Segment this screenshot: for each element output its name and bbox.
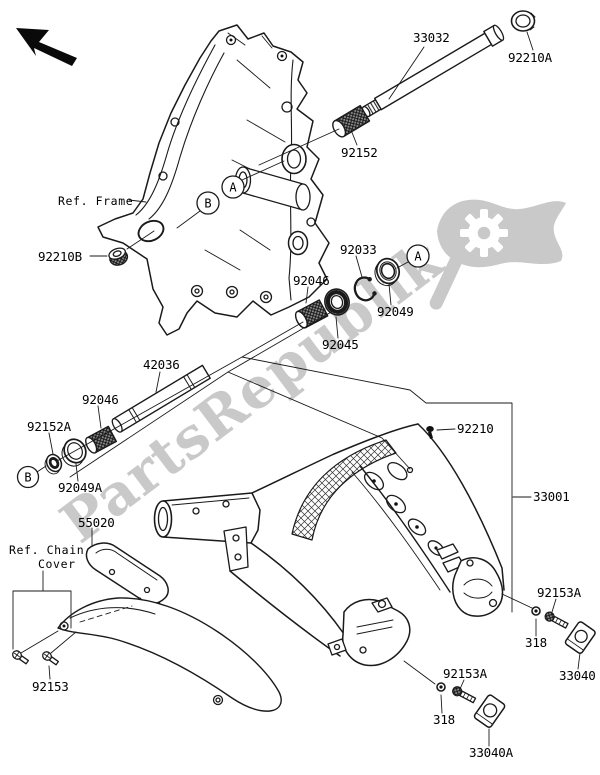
part-label-92153a-1: 92153A — [537, 585, 581, 600]
bushing-92046-drawing — [294, 299, 329, 329]
part-label-92153: 92153 — [32, 679, 69, 694]
ref-chain-cover-label-line2: Cover — [38, 557, 76, 571]
bolt-92210-drawing — [426, 426, 434, 432]
bearing-92045-drawing — [324, 288, 350, 316]
part-label-92210b: 92210B — [38, 249, 82, 264]
adjuster-set1-drawing — [531, 606, 596, 654]
watermark-flag — [437, 199, 566, 268]
part-label-92049a: 92049A — [58, 480, 102, 495]
part-label-92046-2: 92046 — [82, 392, 119, 407]
part-label-92210a: 92210A — [508, 50, 552, 65]
gear-icon — [460, 209, 508, 257]
svg-text:B: B — [204, 197, 211, 211]
part-label-42036: 42036 — [143, 357, 180, 372]
callout-a-frame: A — [221, 175, 245, 199]
leader-lines — [12, 31, 581, 747]
collar-92152-drawing — [332, 104, 371, 138]
part-label-92210: 92210 — [457, 421, 494, 436]
part-label-92152: 92152 — [341, 145, 378, 160]
part-label-92033: 92033 — [340, 242, 377, 257]
tube-42036-drawing — [111, 364, 211, 433]
adjuster-set2-drawing — [436, 682, 506, 728]
nut-92210b-drawing — [108, 247, 129, 266]
part-label-318-1: 318 — [525, 635, 547, 650]
part-label-92045: 92045 — [322, 337, 359, 352]
svg-text:B: B — [24, 471, 31, 485]
callout-b-collar: B — [16, 465, 40, 489]
part-label-33032: 33032 — [413, 30, 450, 45]
pointer-arrow-icon — [16, 28, 77, 66]
callout-b-frame: B — [196, 191, 220, 215]
swingarm-drawing — [139, 423, 505, 667]
part-label-92046: 92046 — [293, 273, 330, 288]
axle-shaft-drawing — [361, 24, 505, 118]
svg-text:A: A — [229, 181, 237, 195]
ref-chain-cover-label-line1: Ref. Chain — [9, 543, 85, 557]
cap-92210a-drawing — [510, 10, 536, 32]
assembly-lines — [56, 128, 532, 613]
circlip-92033-drawing — [353, 276, 377, 302]
screw-92153-drawing — [12, 650, 60, 666]
collar-92152a-drawing — [44, 453, 63, 475]
frame-drawing — [97, 24, 330, 336]
part-label-92152a: 92152A — [27, 419, 71, 434]
part-label-33040: 33040 — [559, 668, 596, 683]
callout-a-seal: A — [406, 244, 430, 268]
bushing2-92046-drawing — [85, 425, 118, 454]
part-label-92153a-2: 92153A — [443, 666, 487, 681]
part-label-33001: 33001 — [533, 489, 570, 504]
part-label-92049: 92049 — [377, 304, 414, 319]
part-label-55020: 55020 — [78, 515, 115, 530]
svg-text:A: A — [414, 250, 422, 264]
ref-frame-label: Ref. Frame — [58, 194, 134, 208]
part-label-318-2: 318 — [433, 712, 455, 727]
mudguard-drawing — [57, 597, 347, 712]
part-label-33040a: 33040A — [469, 745, 513, 760]
